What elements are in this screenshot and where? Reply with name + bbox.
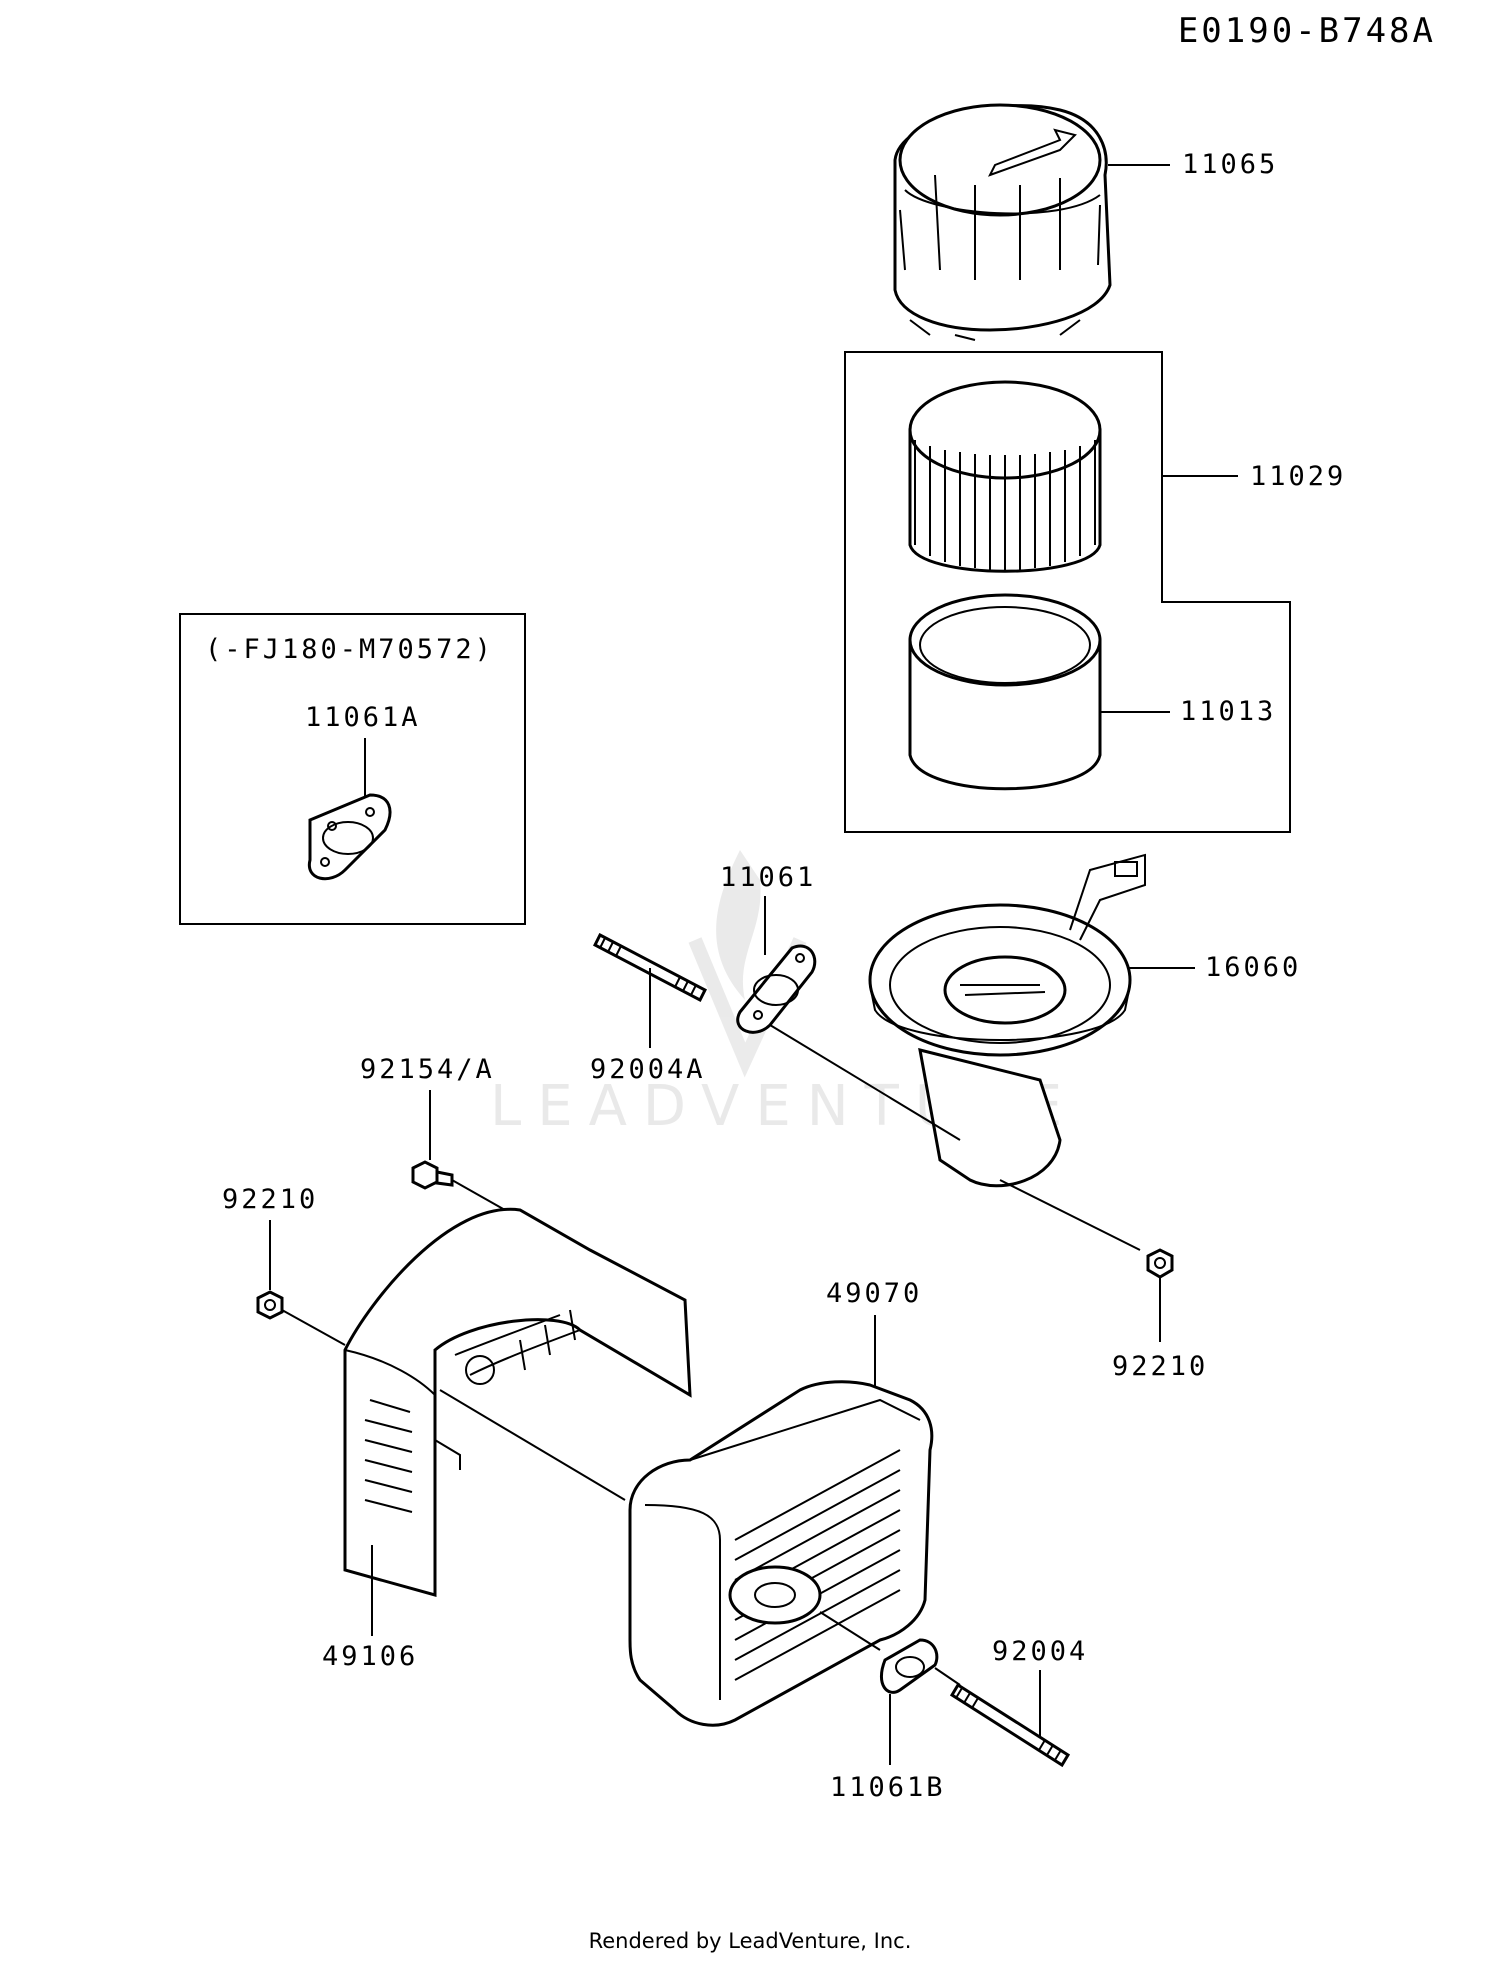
label-92004: 92004 [992, 1636, 1088, 1667]
air-cleaner-base-16060[interactable] [868, 853, 1146, 1188]
label-49070: 49070 [826, 1278, 922, 1309]
gasket-11061A[interactable] [307, 793, 392, 881]
air-cleaner-cover-11065[interactable] [893, 103, 1112, 341]
label-11029: 11029 [1250, 461, 1346, 492]
nut-92210-right[interactable] [1146, 1248, 1174, 1279]
footer-credit: Rendered by LeadVenture, Inc. [589, 1929, 912, 1953]
pre-cleaner-11013[interactable] [908, 593, 1102, 791]
label-11065: 11065 [1182, 149, 1278, 180]
air-filter-element[interactable] [908, 380, 1102, 573]
diagram-code: E0190-B748A [1178, 11, 1436, 51]
label-11061B: 11061B [830, 1772, 946, 1803]
label-92004A: 92004A [590, 1054, 706, 1085]
label-92210-right: 92210 [1112, 1351, 1208, 1382]
label-92210-left: 92210 [222, 1184, 318, 1215]
gasket-11061[interactable] [736, 944, 817, 1034]
gasket-11061B[interactable] [879, 1638, 939, 1694]
label-11061A: 11061A [305, 702, 421, 733]
label-11013: 11013 [1180, 696, 1276, 727]
bolt-92154A[interactable] [411, 1160, 454, 1190]
nut-92210-left[interactable] [256, 1290, 284, 1320]
muffler-49070[interactable] [628, 1380, 934, 1727]
label-16060: 16060 [1205, 952, 1301, 983]
stud-92004[interactable] [949, 1682, 1071, 1768]
stud-92004A[interactable] [593, 932, 707, 1003]
label-92154A: 92154/A [360, 1054, 495, 1085]
muffler-cover-49106[interactable] [343, 1207, 692, 1597]
inset-note: (-FJ180-M70572) [205, 634, 494, 665]
label-49106: 49106 [322, 1641, 418, 1672]
inset-box [179, 613, 526, 925]
element-assy-box-11029 [844, 351, 1291, 833]
label-11061: 11061 [720, 862, 816, 893]
